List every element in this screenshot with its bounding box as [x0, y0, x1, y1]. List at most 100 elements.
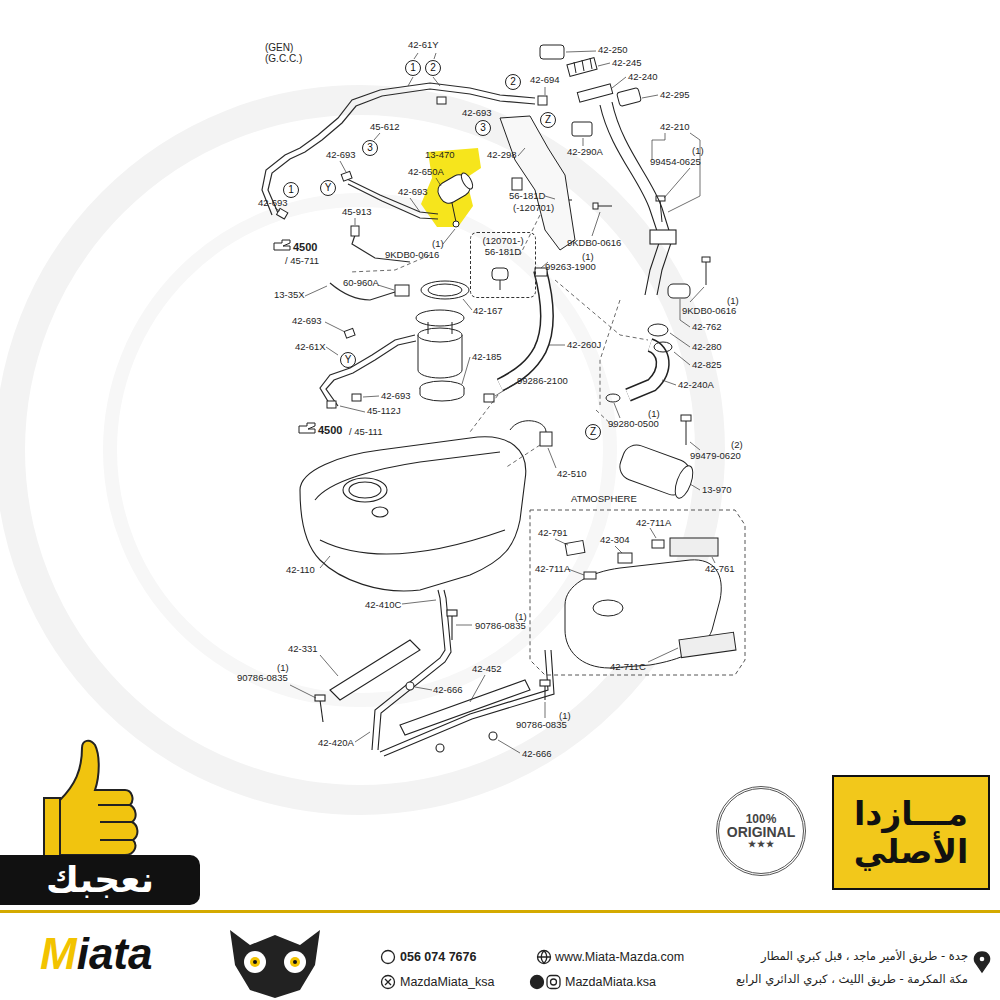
part-number: 9KDB0-0616 [682, 306, 736, 317]
reference-number: / 45-711 [285, 256, 319, 267]
part-number: 99280-0500 [608, 419, 659, 430]
part-number: 42-711C [610, 662, 646, 673]
part-number: 99454-0625 [650, 157, 701, 168]
node-text: 1 [410, 63, 416, 73]
quantity-note: (1) [692, 146, 704, 157]
callout-circle: 3 [362, 140, 378, 156]
node-text: 1 [288, 185, 294, 195]
node-text: 3 [480, 123, 486, 133]
social-handle: MazdaMiata_ksa [400, 975, 495, 989]
part-number: 42-290A [567, 147, 603, 158]
part-number: 9KDB0-0616 [385, 250, 439, 261]
thumbs-up-icon [44, 741, 137, 856]
callout-circle: Z [585, 424, 601, 440]
original-stamp: 100%ORIGINAL★★★ [716, 786, 806, 876]
node-text: نعجبك [46, 860, 154, 900]
social-handle: MazdaMiata.ksa [565, 975, 656, 989]
part-number: 42-110 [286, 565, 315, 576]
owl-logo [230, 930, 320, 998]
part-number: 42-250 [598, 45, 628, 56]
part-number: 42-666 [433, 685, 463, 696]
callout-circle: Y [320, 180, 336, 196]
part-number: 99263-1900 [545, 262, 596, 273]
contact-icons [382, 951, 990, 989]
reference-number: 4500 [318, 424, 342, 436]
callout-circle: Y [340, 352, 356, 368]
tank-straps [315, 590, 554, 756]
node-text: مـــازدا الأصلي [854, 795, 969, 871]
footer-rule [0, 910, 1000, 913]
callout-circle: Z [540, 112, 556, 128]
address-line: جدة - طريق الأمير ماجد ، قبل كبري المطار [761, 950, 968, 963]
reference-number: / 45-111 [349, 427, 382, 438]
badge-box: مـــازدا الأصلي [832, 775, 990, 890]
part-number: 42-650A [408, 167, 444, 178]
part-number: 42-693 [326, 150, 356, 161]
part-number: 13-470 [425, 150, 455, 161]
address-line: مكة المكرمة - طريق الليث ، كبري الدائري … [736, 973, 968, 986]
part-number: 42-304 [600, 535, 630, 546]
part-number: 45-913 [342, 207, 372, 218]
date-note: (-120701) [513, 203, 554, 214]
part-number: 42-298 [487, 150, 517, 161]
part-number: 99479-0620 [690, 451, 741, 462]
node-text: (120701-) [482, 236, 523, 247]
flow-note: ATMOSPHERE [571, 494, 637, 505]
fuel-lines [262, 83, 535, 408]
watermark-ring [110, 200, 610, 700]
pump-module [395, 281, 469, 401]
part-number: 42-693 [292, 316, 322, 327]
part-number: 42-185 [472, 352, 502, 363]
part-number: 42-245 [612, 58, 642, 69]
part-number: 42-331 [288, 644, 318, 655]
part-number: 42-240 [628, 72, 658, 83]
part-number: 90786-0835 [237, 673, 288, 684]
watermark-ring [10, 100, 710, 800]
part-number: 42-711A [636, 518, 671, 529]
part-number: 42-280 [692, 342, 722, 353]
node-text: 56-181D [485, 247, 521, 258]
part-number: 99286-2100 [517, 376, 568, 387]
phone-number: 056 074 7676 [400, 950, 476, 964]
part-number: 42-693 [398, 187, 428, 198]
part-number: 42-762 [692, 322, 722, 333]
part-number: 13-35X [274, 290, 305, 301]
hoses [484, 268, 690, 402]
node-text: ★★★ [748, 840, 775, 849]
part-number: 42-260J [567, 340, 601, 351]
part-number: 42-825 [692, 360, 722, 371]
part-number: 45-612 [370, 122, 400, 133]
hose-clips [277, 96, 547, 408]
part-number: 42-410C [365, 600, 401, 611]
canister [510, 415, 696, 500]
website: www.Miata-Mazda.com [555, 950, 684, 964]
node-text: Z [545, 115, 551, 125]
part-number: 42-711A [535, 564, 570, 575]
part-number: 45-112J [367, 406, 401, 417]
fuel-pump [435, 171, 475, 227]
part-number: 42-693 [258, 198, 288, 209]
node-text: 2 [430, 63, 436, 73]
part-number: 42-240A [678, 380, 714, 391]
node-text: 100% [746, 813, 777, 826]
part-number: 42-666 [522, 749, 552, 760]
fuel-tank [300, 437, 526, 591]
highlight [421, 148, 481, 227]
callout-circle: 1 [283, 182, 299, 198]
pointer-hand [274, 240, 315, 433]
part-number: 13-970 [702, 485, 732, 496]
relation-lines [350, 215, 648, 468]
part-number: 42-295 [660, 90, 690, 101]
part-number: 42-761 [705, 564, 735, 575]
brand-logo: Miata [40, 932, 152, 976]
node-text: 2 [510, 77, 516, 87]
part-number: 42-694 [530, 75, 560, 86]
part-number: 42-452 [472, 664, 502, 675]
reference-number: 4500 [293, 241, 317, 253]
part-number: 90786-0835 [475, 621, 526, 632]
part-number: 56-181D [509, 191, 545, 202]
part-number: 42-61X [295, 342, 326, 353]
callout-circle: 1 [405, 60, 421, 76]
callout-circle: 2 [425, 60, 441, 76]
quantity-note: (2) [731, 440, 743, 451]
